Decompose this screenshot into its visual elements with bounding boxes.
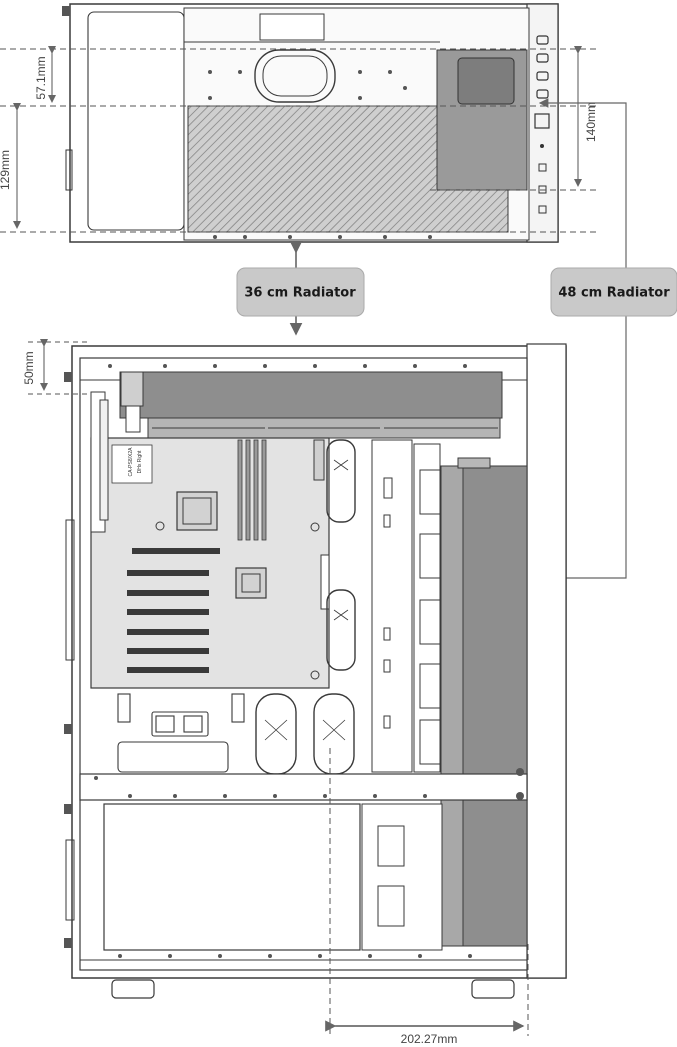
radiator-48-callout: 48 cm Radiator (530, 98, 677, 583)
power-button-icon (534, 113, 550, 129)
dim-top-clearance: 57.1mm (34, 56, 48, 99)
memory-slot (245, 439, 251, 541)
port-icon (536, 35, 549, 45)
side-view: CA-PS8/X2A DHx Right (64, 343, 567, 999)
pcie-slot (127, 590, 209, 596)
cable-grommet (326, 439, 356, 523)
top-fan-opening (254, 49, 336, 103)
psu-shroud-rail (79, 773, 528, 801)
pcie-slot (127, 570, 209, 576)
dim-top-radiator-height: 129mm (0, 150, 12, 190)
top-radiator (119, 371, 503, 419)
dim-side-fan-height: 140mm (584, 102, 598, 142)
memory-slot (237, 439, 243, 541)
board-label-2: DHx Right (137, 450, 143, 473)
memory-slot (253, 439, 259, 541)
pcie-slot (127, 629, 209, 635)
side-front-panel (526, 343, 567, 979)
memory-slot (261, 439, 267, 541)
port-icon (536, 89, 549, 99)
case-foot (471, 979, 515, 999)
board-label-1: CA-PS8/X2A (128, 447, 134, 477)
port-icon (536, 53, 549, 63)
top-left-bay (87, 11, 185, 231)
top-dimensions (0, 46, 600, 233)
dim-bottom-depth: 202.27mm (401, 1032, 458, 1046)
top-fan-opening-inner (262, 55, 328, 97)
side-dimensions (28, 339, 529, 1036)
pcie-slot (127, 648, 209, 654)
port-icon (536, 71, 549, 81)
top-view (62, 3, 559, 243)
lower-drive-bay (361, 803, 443, 951)
chipset (235, 567, 267, 599)
top-bracket (259, 13, 325, 41)
pcie-slot (132, 548, 220, 554)
radiator-36-label: 36 cm Radiator (244, 286, 356, 301)
psu-bay (103, 803, 361, 951)
radiator-36-callout: 36 cm Radiator (236, 240, 365, 336)
cable-grommet (326, 589, 356, 671)
pcie-slot (127, 609, 209, 615)
dim-top-mount-offset: 50mm (22, 351, 36, 384)
case-foot (111, 979, 155, 999)
pcie-slot (127, 667, 209, 673)
radiator-48-label: 48 cm Radiator (558, 286, 670, 301)
